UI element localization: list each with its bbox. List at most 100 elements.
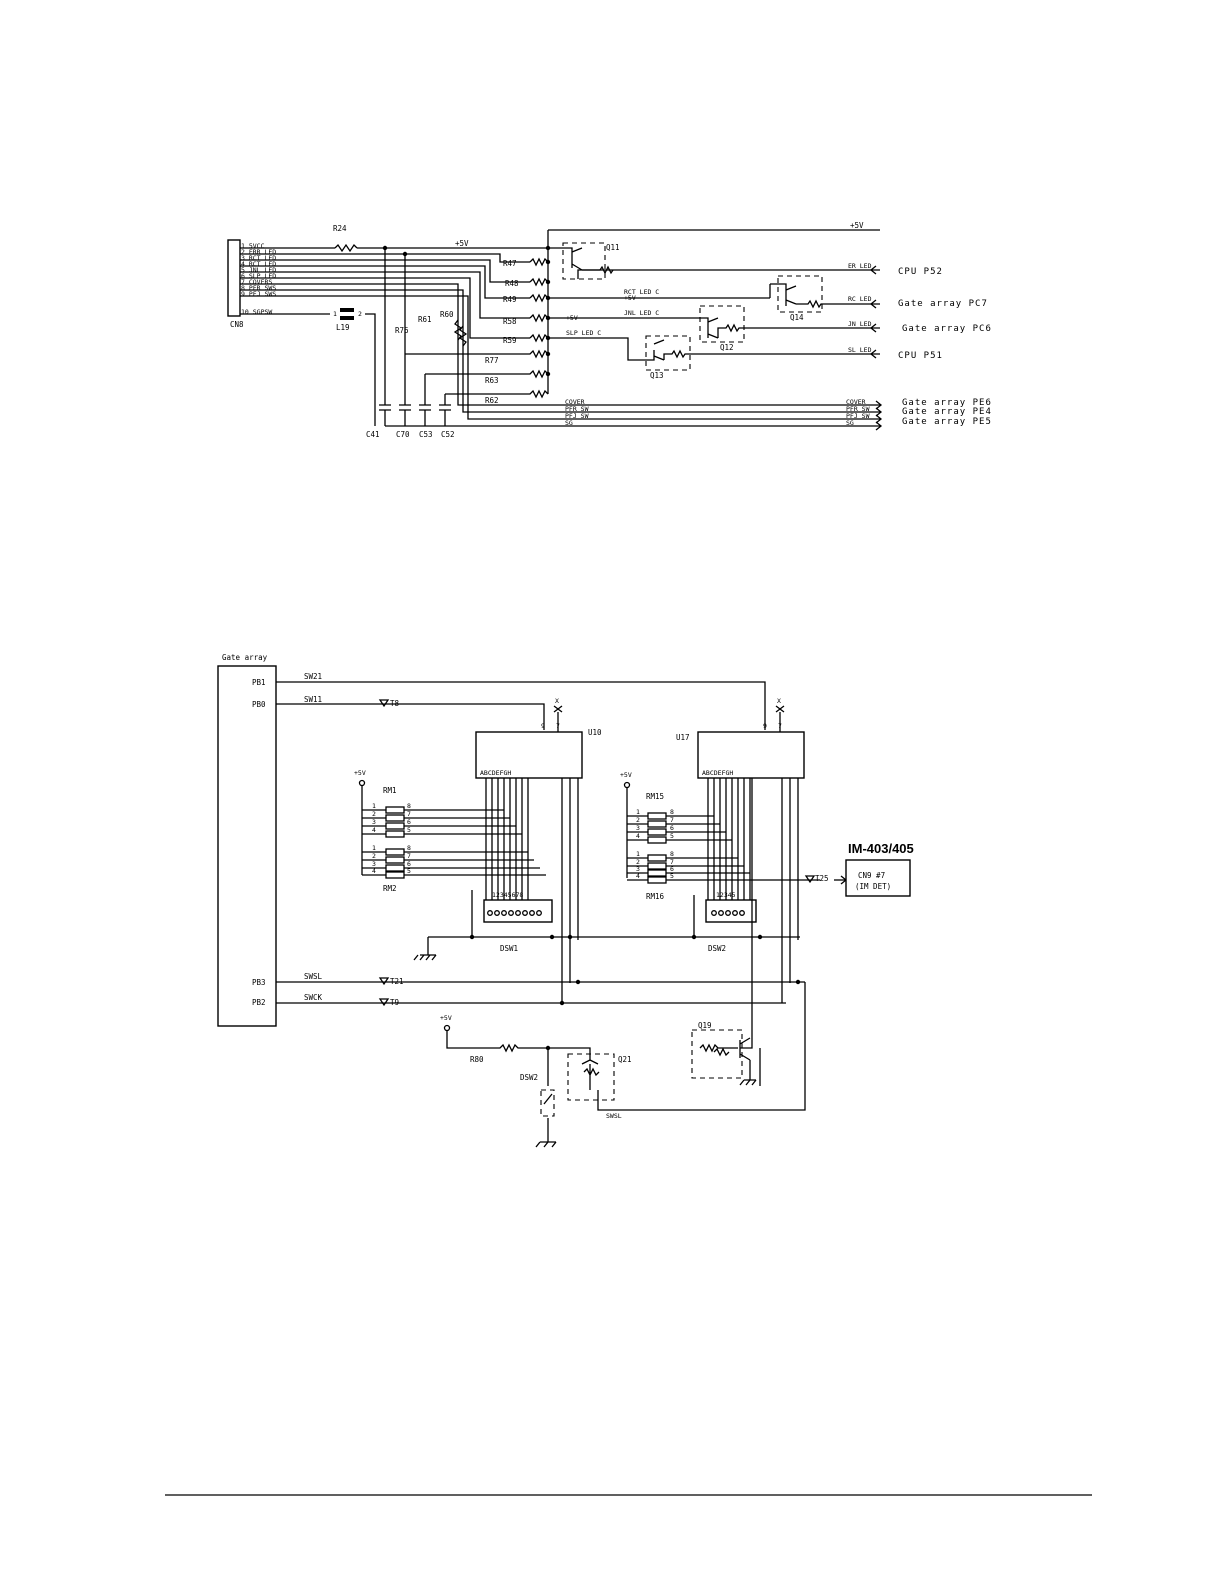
ic-u17-pin7-nc xyxy=(775,705,785,732)
capacitor-c70 xyxy=(399,254,411,426)
ic-u17-pin9: 9 xyxy=(763,722,767,730)
net-cover xyxy=(240,283,880,406)
tp-t21-marker xyxy=(378,977,390,986)
svg-text:4: 4 xyxy=(636,832,640,840)
resistor-r62 xyxy=(500,389,549,399)
rm1-label: RM1 xyxy=(383,786,397,795)
external-dsw2-label: DSW2 xyxy=(520,1073,538,1082)
transistor-q11-label: Q11 xyxy=(606,243,620,252)
svg-text:3 RCT LED: 3 RCT LED xyxy=(241,254,276,262)
supply-5v-label-top: +5V xyxy=(850,221,864,230)
supply-rail-5v xyxy=(547,229,880,330)
transistor-q21-label: Q21 xyxy=(618,1055,632,1064)
external-dsw2-switch xyxy=(540,1089,555,1117)
transistor-q21 xyxy=(548,982,806,1111)
svg-text:4: 4 xyxy=(372,867,376,875)
supply-5v-label-rm15: +5V xyxy=(620,771,632,779)
im-box-line2: (IM DET) xyxy=(855,882,891,891)
resistor-r77-label: R77 xyxy=(485,356,499,365)
rm16-label: RM16 xyxy=(646,892,665,901)
transistor-q14 xyxy=(548,337,880,361)
resistor-r49 xyxy=(529,293,549,303)
ic-u10-body xyxy=(475,731,583,779)
rm2-label: RM2 xyxy=(383,884,397,893)
dsw2-numbers: 12345 xyxy=(716,891,736,899)
svg-text:6 SLP LED: 6 SLP LED xyxy=(241,272,276,280)
svg-text:3: 3 xyxy=(636,824,640,832)
net-pfr-sw xyxy=(240,289,880,413)
ic-u17-body xyxy=(697,731,805,779)
resistor-r48-label: R48 xyxy=(505,279,519,288)
capacitor-c41 xyxy=(379,248,391,426)
svg-text:8 PFR SWS: 8 PFR SWS xyxy=(241,284,276,292)
svg-text:6: 6 xyxy=(407,818,411,826)
svg-text:5: 5 xyxy=(670,872,674,880)
net-sw21 xyxy=(276,681,766,730)
u17-control-lines xyxy=(781,778,799,1003)
ic-u10-pin-nc-x: X xyxy=(555,697,559,705)
dsw1-contacts xyxy=(487,910,542,916)
resistor-r61-label: R61 xyxy=(418,315,432,324)
resistor-r58 xyxy=(529,313,549,323)
svg-text:4 RCT LED: 4 RCT LED xyxy=(241,260,276,268)
resistor-r59 xyxy=(529,333,549,343)
resistor-r63 xyxy=(500,369,549,379)
supply-5v-label-rm1: +5V xyxy=(354,769,366,777)
svg-text:9 PFJ SWS: 9 PFJ SWS xyxy=(241,290,276,298)
gate-array-block xyxy=(217,665,277,1027)
svg-text:7: 7 xyxy=(670,858,674,866)
ic-u10-pin7: 7 xyxy=(556,722,560,730)
net-slp-led-c-label: SLP LED C xyxy=(566,329,601,337)
dest-gate-array-pc7: Gate array PC7 xyxy=(898,299,988,309)
net-swsl-label: SWSL xyxy=(304,972,323,981)
ic-u10-pin9: 9 xyxy=(541,722,545,730)
transistor-q13 xyxy=(548,283,880,309)
net-jnl-led xyxy=(240,271,530,319)
capacitor-c52-label: C52 xyxy=(441,430,455,439)
transistor-q19-label: Q19 xyxy=(698,1021,712,1030)
arrow-er-led xyxy=(869,265,877,275)
rm2-network: 1 2 3 4 8 7 6 5 xyxy=(362,844,546,879)
net-sw11 xyxy=(276,703,545,730)
external-dsw2-contact xyxy=(543,1093,553,1105)
port-pb1-label: PB1 xyxy=(252,678,266,687)
tp-t8-label: T8 xyxy=(390,699,400,708)
net-sw21-label: SW21 xyxy=(304,672,322,681)
supply-5v-terminal-r80 xyxy=(443,1024,451,1032)
svg-text:8: 8 xyxy=(670,850,674,858)
gate-array-title: Gate array xyxy=(222,653,268,662)
u17-input-lines xyxy=(707,778,751,905)
svg-text:1: 1 xyxy=(636,850,640,858)
transistor-q21-box xyxy=(567,1053,615,1101)
ic-u17-pin7: 7 xyxy=(778,722,782,730)
resistor-r62-label: R62 xyxy=(485,396,499,405)
net-sl-led-label: SL LED xyxy=(848,346,872,354)
svg-text:8: 8 xyxy=(407,844,411,852)
supply-5v-label-r80: +5V xyxy=(440,1014,452,1022)
resistor-r58-label: R58 xyxy=(503,317,517,326)
svg-text:5: 5 xyxy=(407,826,411,834)
net-swsl-bottom-label: SWSL xyxy=(606,1112,622,1120)
svg-text:1: 1 xyxy=(636,808,640,816)
supply-5v-terminal-rm1 xyxy=(358,779,366,787)
supply-5v-terminal-rm15 xyxy=(623,781,631,789)
net-sg-label-right: SG xyxy=(846,419,854,427)
connector-cn8-body xyxy=(227,239,241,317)
dest-gate-array-pc6: Gate array PC6 xyxy=(902,324,992,334)
bus-arrows xyxy=(875,400,883,431)
resistor-r59-label: R59 xyxy=(503,336,517,345)
ground-symbol-1 xyxy=(413,937,437,961)
resistor-r61 xyxy=(458,325,468,347)
arrow-jn-led xyxy=(869,323,877,333)
ic-u17-label: U17 xyxy=(676,733,690,742)
capacitor-c70-label: C70 xyxy=(396,430,410,439)
diagram1-led-switch-interface: CN8 1 5VCC 2 ERR LED 3 RCT LED 4 RCT LED… xyxy=(227,221,992,439)
svg-text:1: 1 xyxy=(372,802,376,810)
external-dsw2-wiring xyxy=(535,1070,557,1148)
dsw1-numbers: 12345678 xyxy=(492,891,523,899)
svg-text:4: 4 xyxy=(636,872,640,880)
inductor-l19-label: L19 xyxy=(336,323,350,332)
resistor-r60 xyxy=(453,319,463,341)
resistor-r49-label: R49 xyxy=(503,295,517,304)
inductor-l19-pin1: 1 xyxy=(333,310,337,318)
